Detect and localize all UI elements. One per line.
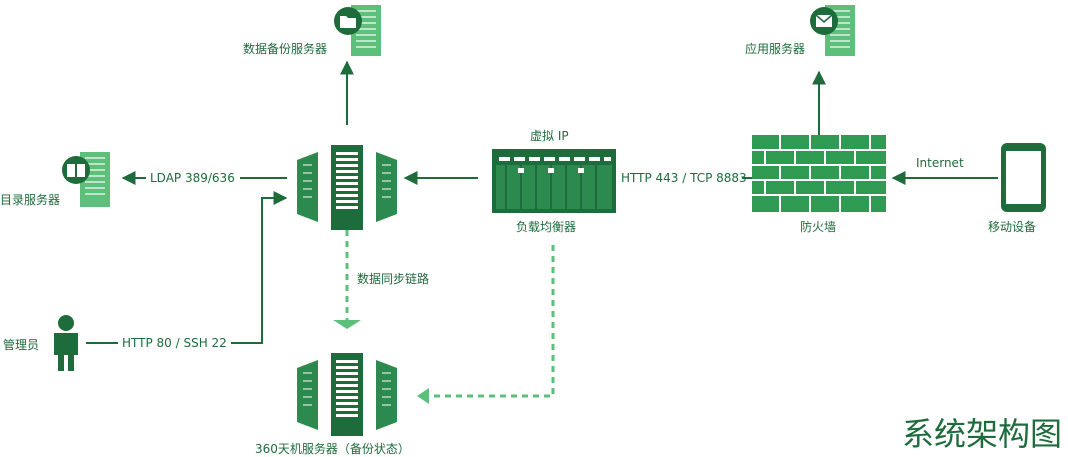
mobile-device-icon bbox=[1001, 143, 1046, 212]
standby-server-label: 360天机服务器（备份状态） bbox=[255, 442, 410, 456]
admin-label: 管理员 bbox=[3, 338, 40, 352]
virtual-ip-label: 虚拟 IP bbox=[530, 129, 569, 143]
edge-lb-to-standby bbox=[425, 245, 555, 398]
firewall-node bbox=[752, 135, 886, 212]
load-balancer-node bbox=[492, 149, 616, 213]
edge-admin-to-primary bbox=[231, 191, 288, 344]
edge-sync-arrowhead bbox=[333, 320, 361, 329]
edge-standby-arrowhead bbox=[417, 388, 429, 404]
ldap-edge-label: LDAP 389/636 bbox=[150, 171, 235, 185]
standby-server-cluster bbox=[297, 353, 397, 436]
book-icon bbox=[62, 156, 90, 184]
backup-server-label: 数据备份服务器 bbox=[243, 42, 328, 56]
mobile-device-label: 移动设备 bbox=[988, 220, 1037, 234]
app-server-node bbox=[810, 5, 855, 56]
directory-server-node bbox=[62, 152, 110, 207]
admin-person-icon bbox=[54, 315, 78, 371]
internet-edge-label: Internet bbox=[916, 156, 964, 170]
directory-server-label: 目录服务器 bbox=[0, 193, 61, 207]
app-server-label: 应用服务器 bbox=[745, 42, 806, 56]
load-balancer-label: 负载均衡器 bbox=[516, 220, 577, 234]
primary-server-cluster bbox=[297, 145, 397, 230]
admin-edge-label: HTTP 80 / SSH 22 bbox=[122, 336, 227, 350]
firewall-label: 防火墙 bbox=[800, 220, 837, 234]
diagram-title: 系统架构图 bbox=[901, 415, 1062, 453]
backup-server-node bbox=[334, 5, 381, 56]
https-edge-label: HTTP 443 / TCP 8883 bbox=[621, 171, 747, 185]
sync-edge-label: 数据同步链路 bbox=[357, 272, 430, 286]
